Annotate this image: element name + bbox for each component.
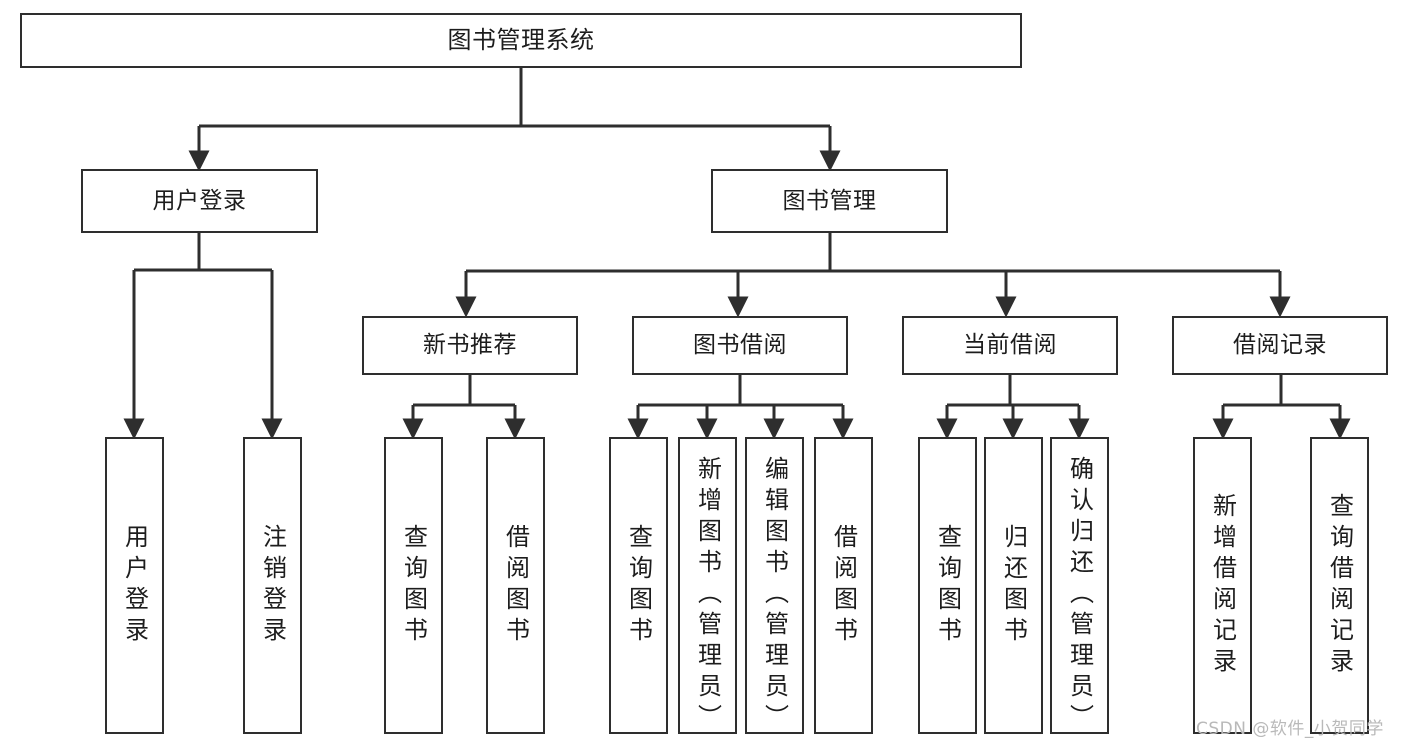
csdn-watermark: CSDN @软件_小贺同学 — [1196, 719, 1384, 739]
leaf-add-book-admin[interactable]: 新增图书（管理员） — [678, 437, 737, 735]
leaf-query-book-borrow[interactable]: 查询图书 — [609, 437, 668, 734]
leaf-borrow-book-recommend[interactable]: 借阅图书 — [486, 437, 545, 734]
node-label: 查询图书 — [399, 523, 428, 648]
leaf-edit-book-admin[interactable]: 编辑图书（管理员） — [745, 437, 804, 735]
node-label: 注销登录 — [258, 523, 287, 648]
node-label: 借阅记录 — [1233, 332, 1327, 359]
node-borrow-record[interactable]: 借阅记录 — [1172, 316, 1388, 375]
node-new-book-recommend[interactable]: 新书推荐 — [362, 316, 578, 375]
leaf-query-book-current[interactable]: 查询图书 — [918, 437, 977, 734]
leaf-query-book-recommend[interactable]: 查询图书 — [384, 437, 443, 734]
leaf-user-login[interactable]: 用户登录 — [105, 437, 164, 734]
node-label: 编辑图书（管理员） — [760, 456, 789, 735]
leaf-query-borrow-record[interactable]: 查询借阅记录 — [1310, 437, 1369, 734]
node-book-management[interactable]: 图书管理 — [711, 169, 948, 233]
node-label: 用户登录 — [152, 187, 247, 214]
leaf-borrow-book-borrow[interactable]: 借阅图书 — [814, 437, 873, 734]
node-label: 图书管理系统 — [447, 25, 595, 54]
node-label: 查询图书 — [933, 523, 962, 648]
node-root-book-management-system[interactable]: 图书管理系统 — [20, 13, 1022, 68]
node-label: 用户登录 — [120, 523, 149, 648]
node-label: 图书管理 — [782, 187, 877, 214]
node-current-borrow[interactable]: 当前借阅 — [902, 316, 1118, 375]
leaf-add-borrow-record[interactable]: 新增借阅记录 — [1193, 437, 1252, 734]
node-book-borrow[interactable]: 图书借阅 — [632, 316, 848, 375]
node-label: 当前借阅 — [963, 332, 1057, 359]
node-user-login[interactable]: 用户登录 — [81, 169, 318, 233]
node-label: 确认归还（管理员） — [1065, 456, 1094, 735]
node-label: 新增图书（管理员） — [693, 456, 722, 735]
node-label: 新书推荐 — [423, 332, 517, 359]
leaf-confirm-return-admin[interactable]: 确认归还（管理员） — [1050, 437, 1109, 735]
node-label: 图书借阅 — [693, 332, 787, 359]
node-label: 查询借阅记录 — [1325, 492, 1354, 679]
node-label: 借阅图书 — [829, 523, 858, 648]
node-label: 借阅图书 — [501, 523, 530, 648]
leaf-return-book[interactable]: 归还图书 — [984, 437, 1043, 734]
leaf-logout-login[interactable]: 注销登录 — [243, 437, 302, 734]
node-label: 查询图书 — [624, 523, 653, 648]
node-label: 归还图书 — [999, 523, 1028, 648]
node-label: 新增借阅记录 — [1208, 492, 1237, 679]
